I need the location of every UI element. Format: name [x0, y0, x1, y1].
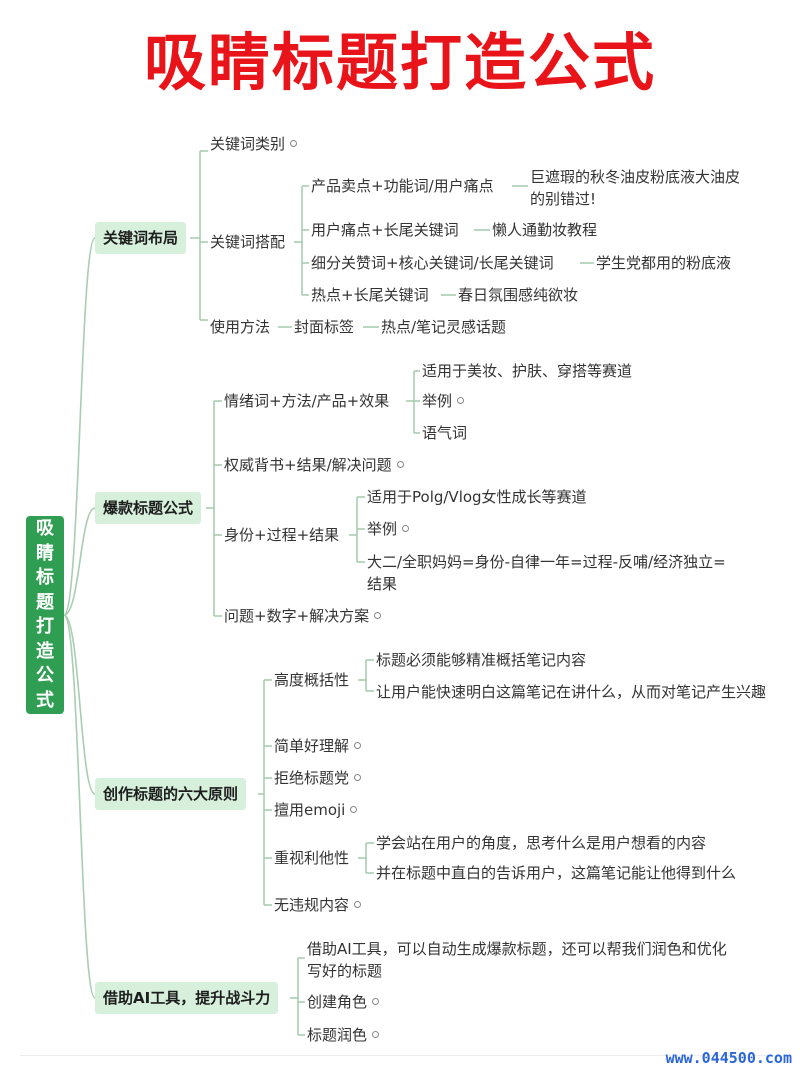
node-principle-emoji[interactable]: 擅用emoji: [274, 799, 358, 821]
node-match-3-example[interactable]: 学生党都用的粉底液: [596, 254, 732, 272]
node-match-1[interactable]: 产品卖点+功能词/用户痛点: [311, 177, 494, 195]
node-principle-simple[interactable]: 简单好理解: [274, 735, 362, 757]
collapsed-dot-icon[interactable]: [374, 612, 382, 619]
page-title: 吸睛标题打造公式: [143, 26, 656, 99]
node-formula-identity[interactable]: 身份+过程+结果: [224, 526, 340, 544]
node-match-2[interactable]: 用户痛点+长尾关键词: [311, 221, 459, 239]
node-principle-summary-a[interactable]: 标题必须能够精准概括笔记内容: [376, 651, 587, 669]
category-keyword-layout[interactable]: 关键词布局: [95, 222, 187, 254]
node-usage-hot-topic[interactable]: 热点/笔记灵感话题: [381, 318, 507, 336]
node-match-4[interactable]: 热点+长尾关键词: [311, 286, 429, 304]
node-match-1-example[interactable]: 巨遮瑕的秋冬油皮粉底液大油皮的别错过!: [530, 168, 741, 208]
node-label: 擅用emoji: [274, 801, 346, 819]
node-formula-identity-scope[interactable]: 适用于Polg/Vlog女性成长等赛道: [367, 488, 587, 506]
node-label: 标题润色: [307, 1026, 368, 1044]
node-label: 无违规内容: [274, 896, 350, 914]
node-formula-authority[interactable]: 权威背书+结果/解决问题: [224, 454, 404, 476]
node-principle-altruism-a[interactable]: 学会站在用户的角度，思考什么是用户想看的内容: [376, 834, 707, 852]
root-char: 标: [36, 567, 54, 588]
root-char: 吸: [36, 518, 54, 539]
root-char: 造: [36, 640, 54, 662]
node-label: 举例: [367, 520, 398, 538]
category-six-principles[interactable]: 创作标题的六大原则: [95, 778, 247, 810]
node-match-2-example[interactable]: 懒人通勤妆教程: [492, 221, 598, 239]
collapsed-dot-icon[interactable]: [372, 998, 380, 1005]
collapsed-dot-icon[interactable]: [402, 525, 410, 532]
node-principle-summary[interactable]: 高度概括性: [274, 671, 350, 689]
node-ai-auto-generate[interactable]: 借助AI工具，可以自动生成爆款标题，还可以帮我们润色和优化写好的标题: [307, 940, 727, 980]
root-char: 睛: [36, 542, 54, 564]
root-char: 题: [36, 591, 54, 613]
node-principle-no-clickbait[interactable]: 拒绝标题党: [274, 767, 362, 789]
node-principle-compliance[interactable]: 无违规内容: [274, 894, 362, 916]
node-principle-altruism-b[interactable]: 并在标题中直白的告诉用户，这篇笔记能让他得到什么: [376, 864, 737, 882]
node-usage[interactable]: 使用方法: [210, 318, 271, 336]
collapsed-dot-icon[interactable]: [457, 397, 465, 404]
node-label: 拒绝标题党: [274, 769, 350, 787]
root-char: 式: [36, 689, 54, 711]
node-principle-altruism[interactable]: 重视利他性: [274, 849, 350, 867]
category-ai-tools[interactable]: 借助AI工具，提升战斗力: [95, 982, 279, 1014]
node-match-4-example[interactable]: 春日氛围感纯欲妆: [458, 286, 579, 304]
collapsed-dot-icon[interactable]: [354, 774, 362, 781]
node-formula-emotion-example[interactable]: 举例: [422, 390, 465, 412]
root-char: 公: [36, 665, 54, 686]
node-formula-question[interactable]: 问题+数字+解决方案: [224, 605, 382, 627]
collapsed-dot-icon[interactable]: [372, 1031, 380, 1038]
node-formula-identity-example[interactable]: 举例: [367, 518, 410, 540]
node-label: 权威背书+结果/解决问题: [224, 456, 392, 474]
node-formula-identity-detail[interactable]: 大二/全职妈妈=身份-自律一年=过程-反哺/经济独立=结果: [367, 553, 726, 593]
watermark: www.044500.com: [665, 1049, 792, 1067]
node-ai-create-role[interactable]: 创建角色: [307, 991, 380, 1013]
node-keyword-match[interactable]: 关键词搭配: [210, 233, 286, 251]
node-label: 简单好理解: [274, 737, 350, 755]
node-formula-emotion-scope[interactable]: 适用于美妆、护肤、穿搭等赛道: [422, 362, 633, 380]
node-formula-emotion[interactable]: 情绪词+方法/产品+效果: [224, 392, 390, 410]
node-label: 问题+数字+解决方案: [224, 607, 370, 625]
root-node[interactable]: 吸 睛 标 题 打 造 公 式: [26, 516, 64, 714]
node-keyword-types[interactable]: 关键词类别: [210, 133, 298, 155]
node-formula-emotion-tone[interactable]: 语气词: [422, 424, 468, 442]
collapsed-dot-icon[interactable]: [396, 461, 404, 468]
node-ai-polish-title[interactable]: 标题润色: [307, 1024, 380, 1046]
category-hit-title-formula[interactable]: 爆款标题公式: [95, 492, 202, 524]
collapsed-dot-icon[interactable]: [290, 140, 298, 147]
collapsed-dot-icon[interactable]: [354, 742, 362, 749]
node-match-3[interactable]: 细分关赞词+核心关键词/长尾关键词: [311, 254, 554, 272]
node-principle-summary-b[interactable]: 让用户能快速明白这篇笔记在讲什么，从而对笔记产生兴趣: [376, 683, 767, 701]
footer-divider: [20, 1055, 780, 1056]
node-label: 创建角色: [307, 993, 368, 1011]
root-char: 打: [36, 616, 54, 637]
node-label: 举例: [422, 392, 453, 410]
node-usage-cover-tag[interactable]: 封面标签: [294, 318, 355, 336]
collapsed-dot-icon[interactable]: [350, 806, 358, 813]
node-label: 关键词类别: [210, 135, 286, 153]
collapsed-dot-icon[interactable]: [354, 901, 362, 908]
